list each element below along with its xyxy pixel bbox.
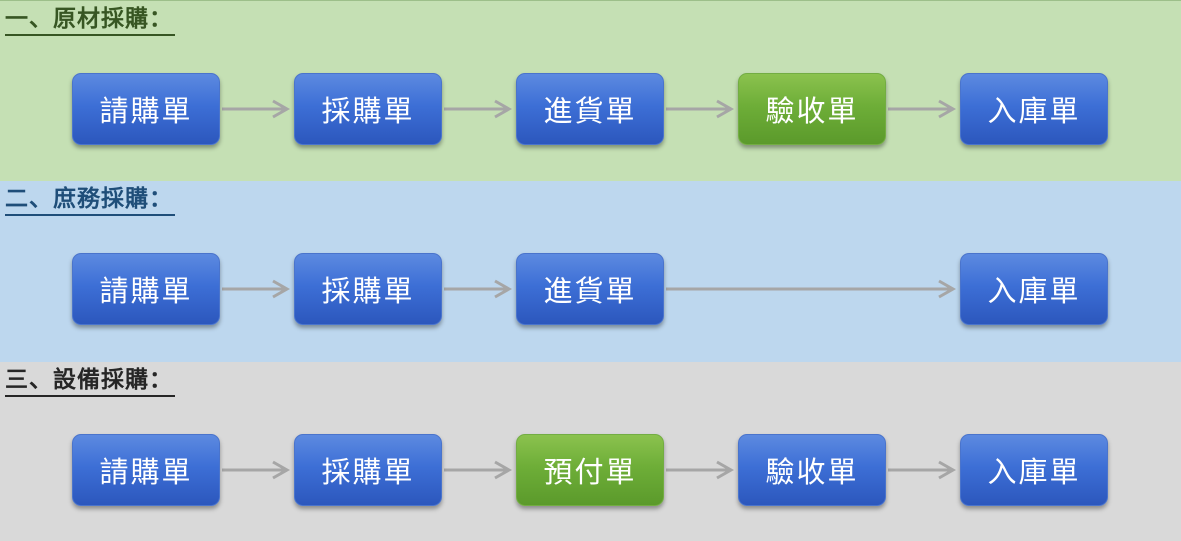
section-title: 二、庶務採購： (5, 184, 175, 216)
step-warehousing-node[interactable]: 入庫單 (960, 73, 1108, 145)
section-title: 三、設備採購： (5, 365, 175, 397)
arrow-requisition-to-purchase-order (222, 460, 291, 480)
arrow-receipt-to-warehousing (666, 279, 957, 299)
arrow-inspection-to-warehousing (888, 460, 957, 480)
step-goods-receipt-node[interactable]: 進貨單 (516, 73, 664, 145)
step-inspection-node[interactable]: 驗收單 (738, 434, 886, 506)
step-inspection-node[interactable]: 驗收單 (738, 73, 886, 145)
process-flow: 請購單 採購單 進貨單 驗收單 入庫單 (0, 73, 1181, 147)
step-purchase-order-node[interactable]: 採購單 (294, 73, 442, 145)
step-requisition-node[interactable]: 請購單 (72, 73, 220, 145)
process-flow: 請購單 採購單 進貨單 入庫單 (0, 253, 1181, 327)
flow-arrows (222, 460, 957, 480)
arrow-receipt-to-inspection (666, 99, 735, 119)
section-raw-material-procurement: 一、原材採購： 請購單 採購單 進貨單 驗收單 入庫單 (0, 0, 1181, 181)
process-flow: 請購單 採購單 預付單 驗收單 入庫單 (0, 434, 1181, 508)
flow-arrows (222, 279, 957, 299)
step-requisition-node[interactable]: 請購單 (72, 434, 220, 506)
arrow-requisition-to-purchase-order (222, 279, 291, 299)
step-warehousing-node[interactable]: 入庫單 (960, 253, 1108, 325)
section-title: 一、原材採購： (5, 4, 175, 36)
arrow-inspection-to-warehousing (888, 99, 957, 119)
step-requisition-node[interactable]: 請購單 (72, 253, 220, 325)
step-purchase-order-node[interactable]: 採購單 (294, 253, 442, 325)
step-warehousing-node[interactable]: 入庫單 (960, 434, 1108, 506)
flow-arrows (222, 99, 957, 119)
section-general-affairs-procurement: 二、庶務採購： 請購單 採購單 進貨單 入庫單 (0, 181, 1181, 362)
step-purchase-order-node[interactable]: 採購單 (294, 434, 442, 506)
section-equipment-procurement: 三、設備採購： 請購單 採購單 預付單 驗收單 入庫單 (0, 362, 1181, 541)
step-prepayment-node[interactable]: 預付單 (516, 434, 664, 506)
arrow-purchase-order-to-receipt (444, 279, 513, 299)
arrow-prepayment-to-inspection (666, 460, 735, 480)
arrow-purchase-order-to-prepayment (444, 460, 513, 480)
arrow-purchase-order-to-receipt (444, 99, 513, 119)
step-goods-receipt-node[interactable]: 進貨單 (516, 253, 664, 325)
arrow-requisition-to-purchase-order (222, 99, 291, 119)
